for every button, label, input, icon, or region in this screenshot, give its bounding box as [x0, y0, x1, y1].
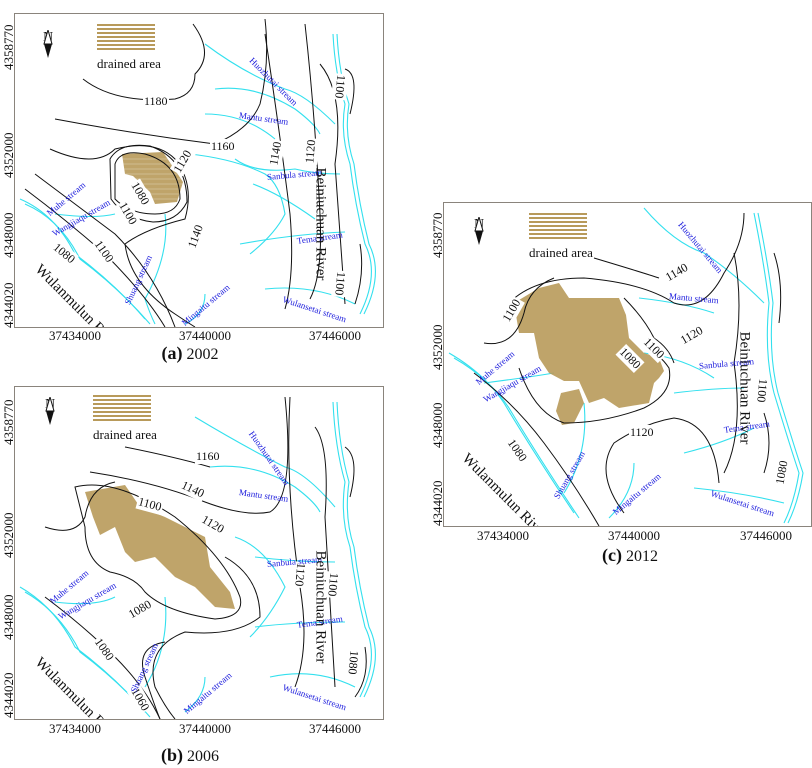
contour-label: 1120: [629, 425, 655, 440]
map-frame-c: drained area N 1140 1100 1120 1100 1080 …: [443, 202, 812, 527]
caption-b: (b) 2006: [161, 745, 219, 766]
contour-label: 1160: [210, 139, 236, 154]
map-frame-b: drained area N 1160 1140 1100 1120 1080 …: [14, 386, 384, 720]
legend-swatch-a: [97, 24, 155, 52]
map-frame-a: drained area N 1180 1160 1140 1120 1080 …: [14, 13, 384, 328]
caption-year-a: 2002: [186, 346, 219, 363]
caption-letter-b: (b): [161, 745, 183, 765]
legend-label-b: drained area: [93, 427, 157, 442]
map-canvas-c: [448, 207, 804, 526]
river-label-beiniuchuan: Beiniuchuan River: [312, 550, 329, 664]
caption-year-c: 2012: [625, 548, 658, 565]
x-tick-2: 37440000: [608, 528, 660, 543]
x-tick-3: 37446000: [309, 721, 361, 736]
contour-label: 1100: [331, 270, 349, 297]
legend-label-a: drained area: [97, 56, 161, 71]
x-tick-3: 37446000: [740, 528, 792, 543]
caption-letter-c: (c): [602, 545, 622, 565]
river-label-beiniuchuan: Beiniuchuan River: [736, 331, 753, 445]
map-canvas-b: [19, 396, 376, 719]
caption-letter-a: (a): [161, 343, 183, 363]
legend-label-c: drained area: [529, 245, 593, 260]
contour-label: 1100: [331, 73, 349, 100]
x-tick-1: 37434000: [49, 721, 101, 736]
north-arrow-icon: [43, 30, 53, 58]
x-tick-1: 37434000: [49, 328, 101, 343]
x-tick-2: 37440000: [179, 721, 231, 736]
contour-label: 1100: [753, 377, 771, 404]
north-arrow-icon: [474, 217, 484, 245]
legend-swatch-c: [529, 213, 587, 241]
contour-label: 1080: [344, 648, 362, 677]
x-tick-3: 37446000: [309, 328, 361, 343]
x-tick-1: 37434000: [477, 528, 529, 543]
north-arrow-b: N: [45, 397, 55, 425]
caption-a: (a) 2002: [162, 343, 219, 364]
north-arrow-c: N: [474, 217, 484, 245]
legend-swatch-b: [93, 395, 151, 423]
caption-c: (c) 2012: [602, 545, 658, 566]
caption-year-b: 2006: [187, 748, 219, 765]
contour-label: 1160: [195, 449, 221, 464]
river-label-beiniuchuan: Beiniuchuan River: [312, 167, 329, 281]
contour-label: 1180: [143, 94, 169, 109]
north-arrow-a: N: [43, 30, 53, 58]
contour-label: 1120: [302, 138, 320, 165]
north-arrow-icon: [45, 397, 55, 425]
x-tick-2: 37440000: [179, 328, 231, 343]
